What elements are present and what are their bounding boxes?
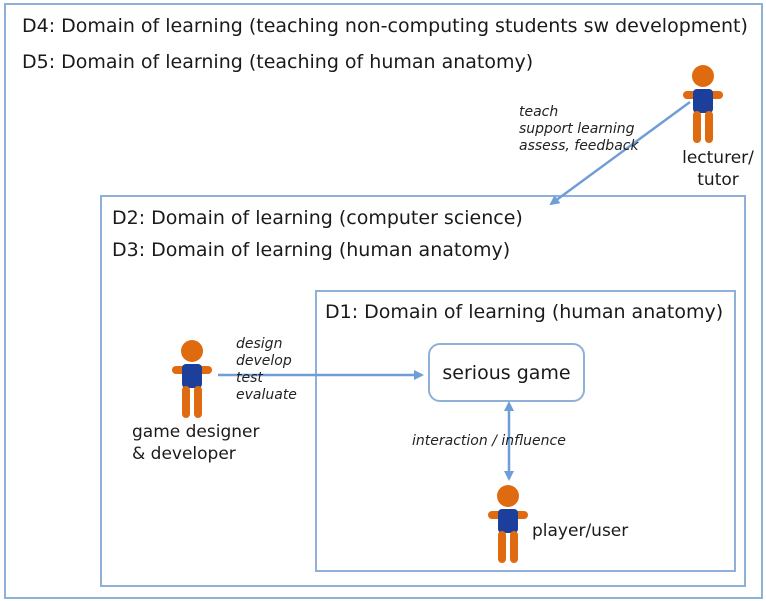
domain-box-d4-d5: [4, 3, 763, 599]
designer-label: game designer & developer: [132, 422, 260, 464]
domain-label-d3: D3: Domain of learning (human anatomy): [112, 239, 511, 261]
designer-person-icon: [172, 340, 212, 418]
lecturer-edge-label: teach support learning assess, feedback: [519, 104, 639, 154]
player-person-icon: [488, 485, 528, 563]
player-label: player/user: [532, 521, 629, 541]
domain-label-d5: D5: Domain of learning (teaching of huma…: [22, 51, 534, 73]
arrow-lecturer-to-d2: [549, 100, 691, 206]
designer-edge-label: design develop test evaluate: [236, 336, 297, 403]
domain-label-d4: D4: Domain of learning (teaching non-com…: [22, 15, 748, 37]
domain-label-d2: D2: Domain of learning (computer science…: [112, 207, 523, 229]
lecturer-label: lecturer/ tutor: [682, 148, 754, 190]
game-player-edge-label: interaction / influence: [412, 433, 566, 449]
lecturer-person-icon: [683, 65, 723, 143]
serious-game-node: serious game: [428, 343, 585, 402]
domain-label-d1: D1: Domain of learning (human anatomy): [325, 301, 724, 323]
domain-box-d1: [315, 290, 736, 572]
domain-box-d2-d3: [100, 195, 746, 587]
serious-game-label: serious game: [442, 361, 571, 384]
